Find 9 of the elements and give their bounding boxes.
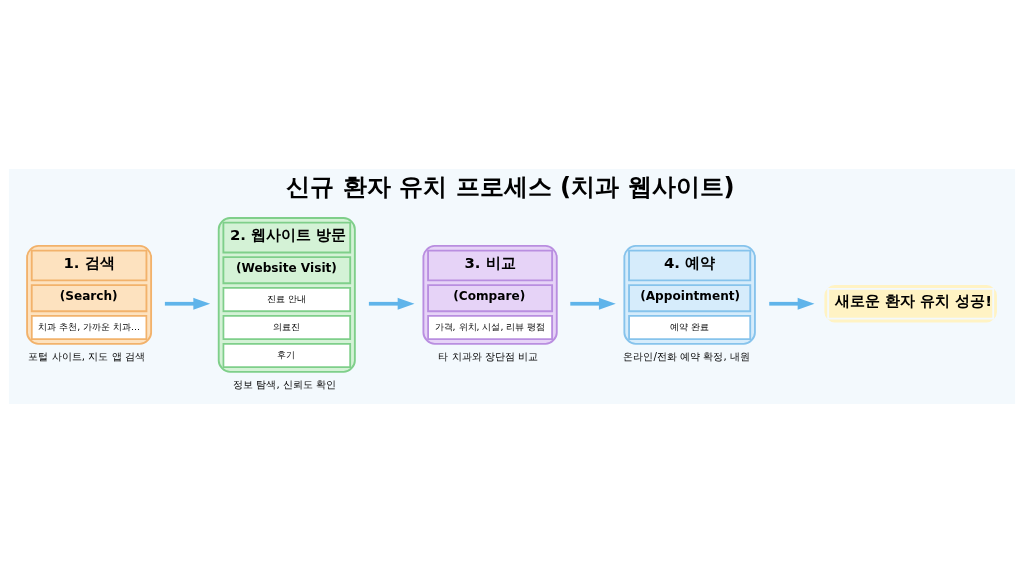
arrow <box>769 297 815 310</box>
node-label: 온라인/전화 예약 확정, 내원 <box>623 349 750 362</box>
arrow <box>570 297 616 310</box>
diagram-title: 신규 환자 유치 프로세스 (치과 웹사이트) <box>286 171 735 201</box>
node-label: 정보 탐색, 신뢰도 확인 <box>233 377 337 390</box>
arrow <box>368 297 415 310</box>
node-label: 포털 사이트, 지도 앱 검색 <box>28 349 145 362</box>
node-label: 타 치과와 장단점 비교 <box>438 349 539 362</box>
arrow <box>164 297 211 310</box>
